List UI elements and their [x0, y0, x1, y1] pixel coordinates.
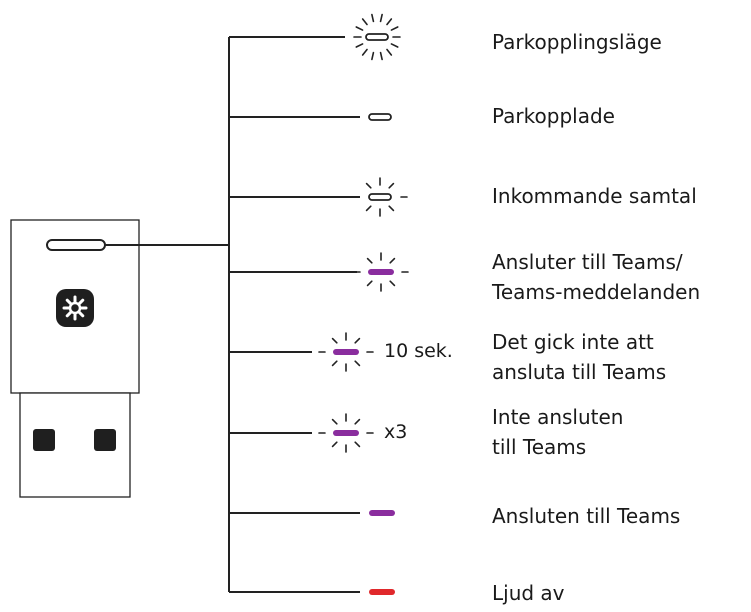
blink-ray: [371, 13, 375, 23]
blink-ray: [371, 51, 375, 61]
blink-ray: [331, 337, 338, 344]
blink-ray: [331, 360, 338, 367]
teams-logo-icon: [56, 289, 94, 327]
led-purple: [369, 510, 395, 516]
led-white: [368, 193, 392, 201]
blink-ray: [386, 48, 393, 56]
usb-connector-icon: [19, 392, 131, 498]
blink-ray: [379, 51, 383, 61]
blink-ray: [354, 441, 361, 448]
state-label-incoming-call: Inkommande samtal: [492, 184, 697, 208]
blink-ray: [379, 13, 383, 23]
led-indicator: [318, 413, 374, 453]
blink-ray: [354, 418, 361, 425]
blink-ray: [388, 182, 395, 189]
state-label-not-connected: Inte ansluten till Teams: [492, 405, 624, 459]
led-indicator: [369, 589, 395, 595]
state-note-repeat: x3: [384, 421, 408, 443]
blink-ray: [354, 337, 361, 344]
led-indicator: [352, 177, 408, 217]
led-indicator: [353, 252, 409, 292]
led-white: [368, 113, 392, 121]
blink-ray: [361, 48, 368, 56]
blink-ray: [366, 280, 373, 287]
blink-ray: [331, 441, 338, 448]
usb-dongle: [10, 219, 140, 498]
led-indicator: [368, 113, 392, 121]
blink-ray: [386, 18, 393, 26]
led-indicator: [318, 332, 374, 372]
blink-ray: [366, 257, 373, 264]
state-label-connected: Ansluten till Teams: [492, 504, 681, 528]
blink-ray: [331, 418, 338, 425]
led-indicator: [353, 13, 401, 61]
led-white: [365, 33, 389, 41]
blink-ray: [388, 205, 395, 212]
blink-ray: [389, 280, 396, 287]
dongle-led-light: [46, 239, 106, 251]
blink-ray: [389, 257, 396, 264]
blink-ray: [390, 43, 399, 48]
led-red: [369, 589, 395, 595]
blink-ray: [365, 182, 372, 189]
blink-ray: [361, 18, 368, 26]
led-purple: [368, 269, 394, 275]
state-label-connection-failed: Det gick inte att ansluta till Teams: [492, 330, 667, 384]
blink-ray: [354, 360, 361, 367]
state-label-pairing-mode: Parkopplingsläge: [492, 30, 662, 54]
state-label-connecting-teams: Ansluter till Teams/ Teams-meddelanden: [492, 250, 701, 304]
blink-ray: [365, 205, 372, 212]
led-indicator: [369, 510, 395, 516]
state-label-paired: Parkopplade: [492, 104, 615, 128]
state-label-mute: Ljud av: [492, 581, 565, 605]
blink-ray: [355, 26, 364, 31]
blink-ray: [355, 43, 364, 48]
led-purple: [333, 349, 359, 355]
led-purple: [333, 430, 359, 436]
state-note-duration: 10 sek.: [384, 340, 453, 362]
connector-lines: [105, 36, 360, 593]
led-indicators: [318, 13, 409, 595]
blink-ray: [390, 26, 399, 31]
